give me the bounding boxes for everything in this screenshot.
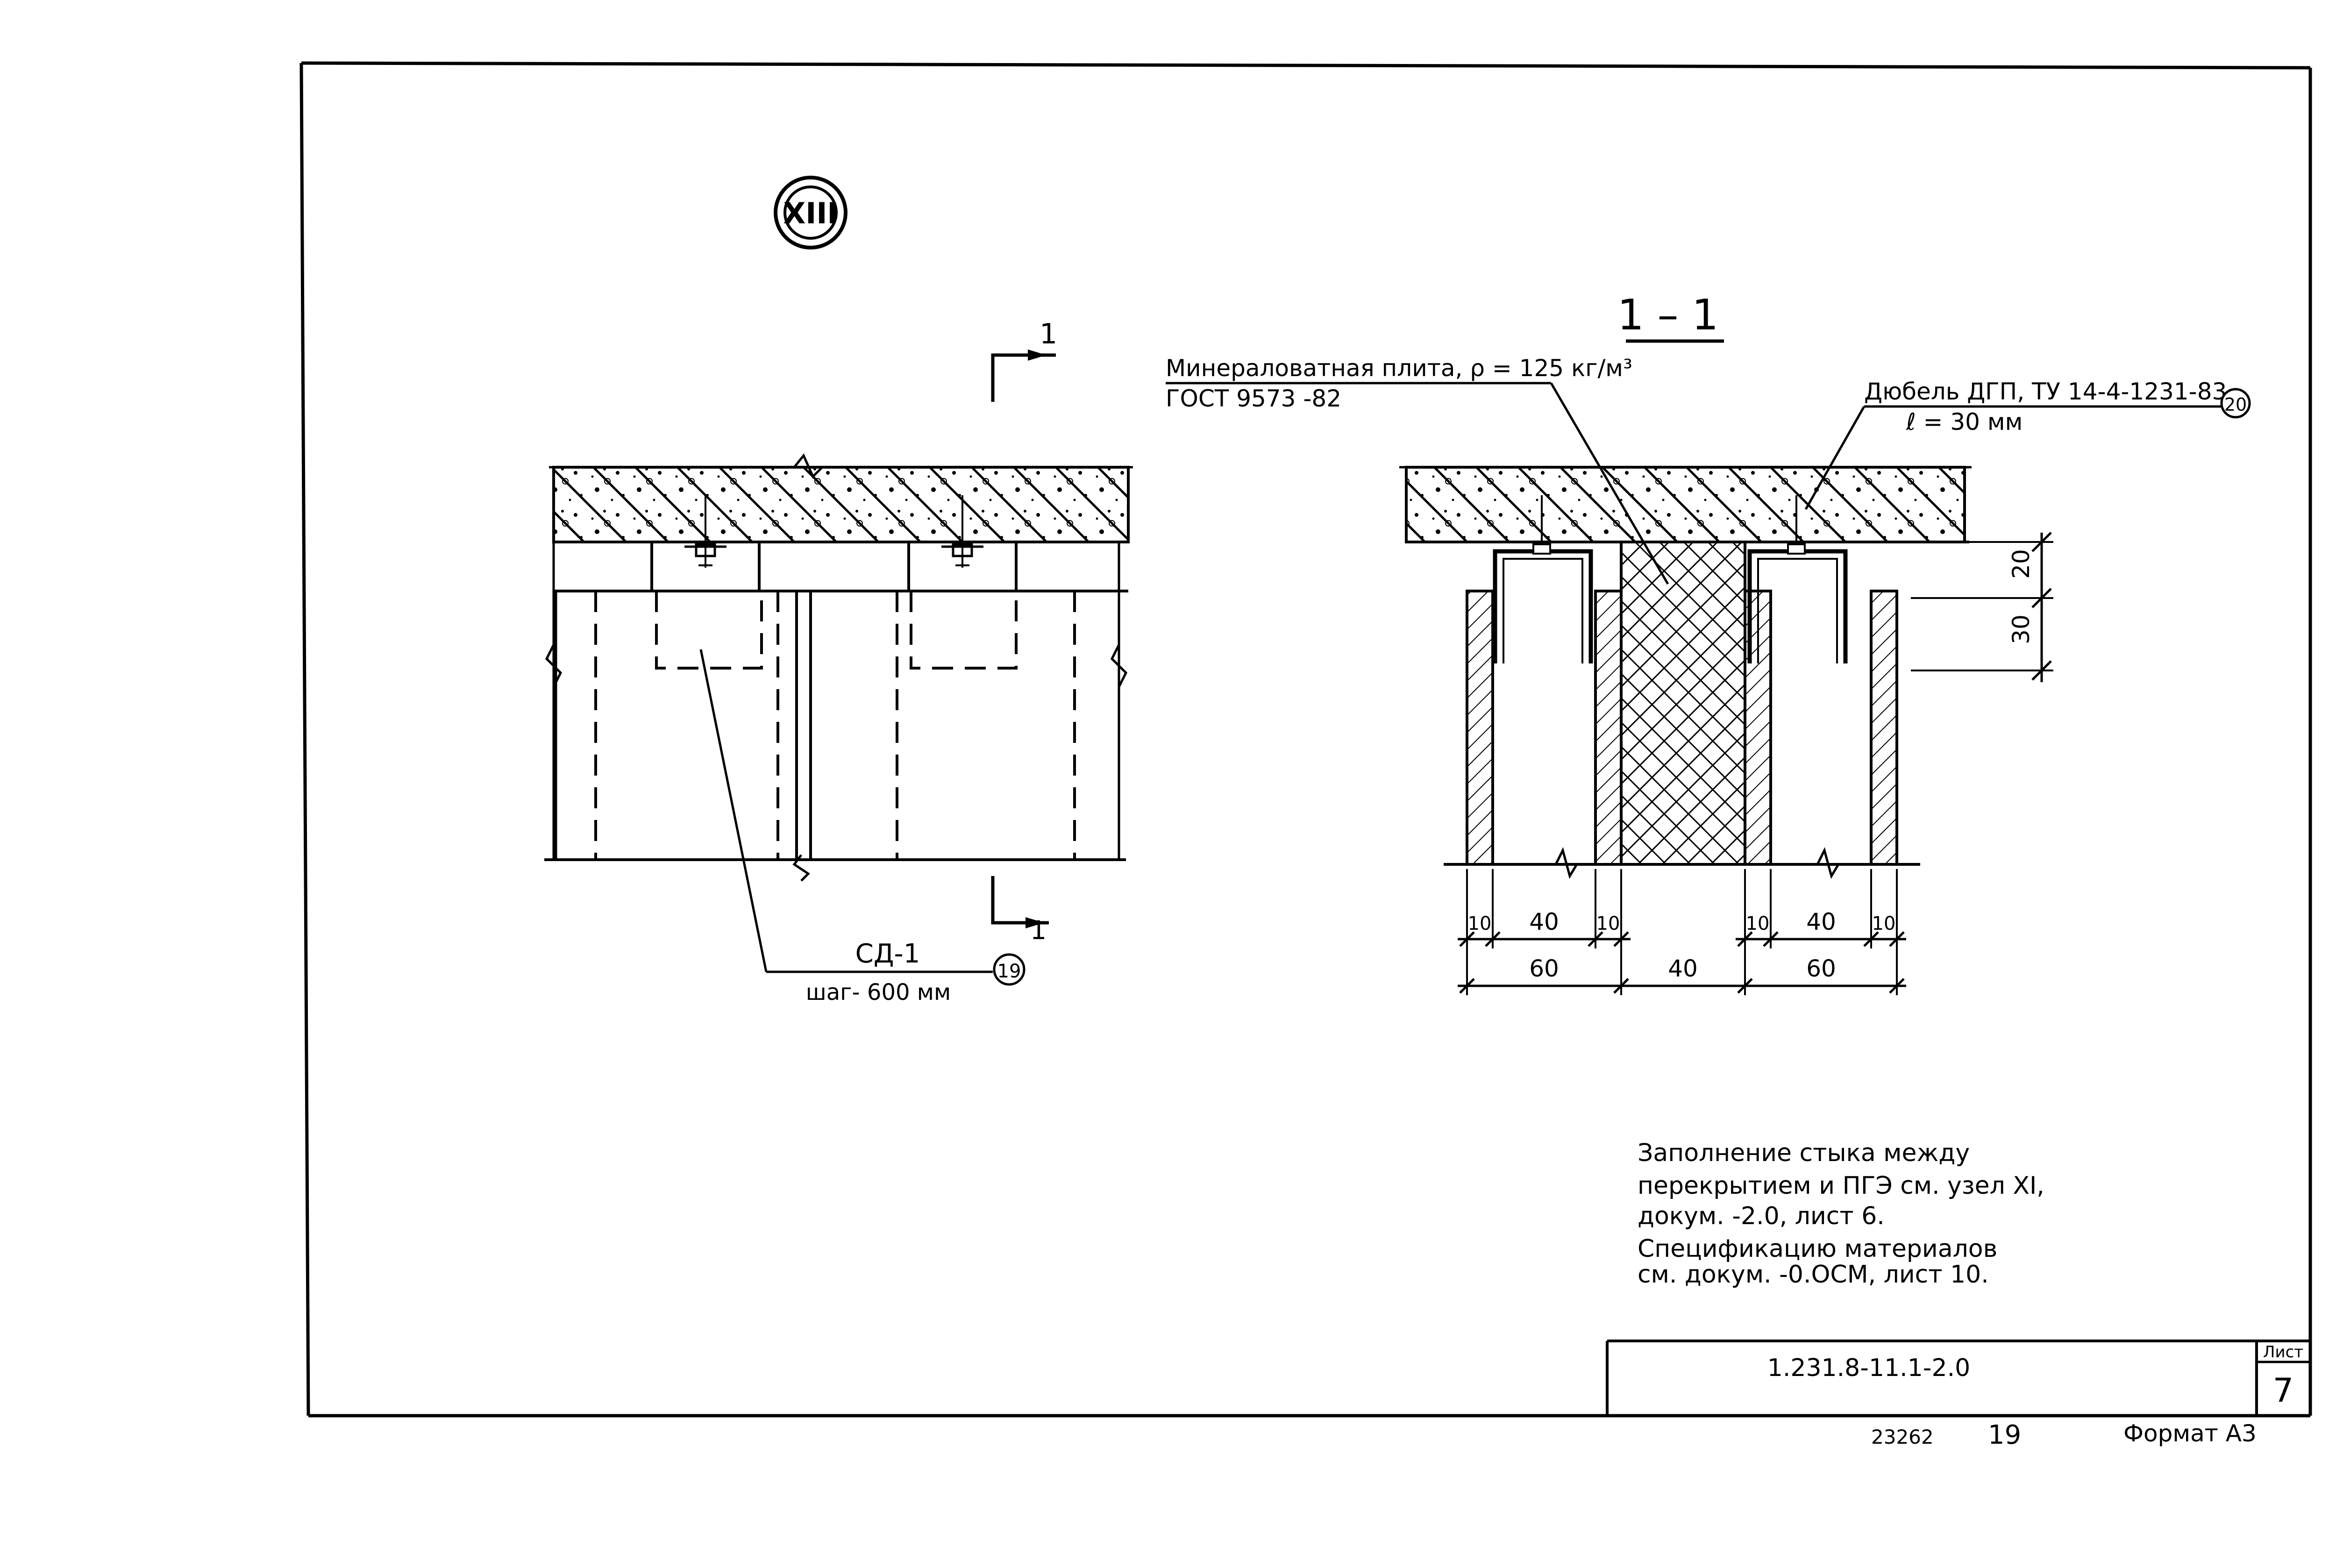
mineral-wool-insulation xyxy=(1620,541,1746,866)
copy-no: 19 xyxy=(1988,1420,2021,1450)
panel-skin xyxy=(1870,590,1898,866)
section-cut-mark: 1 xyxy=(991,318,1057,402)
svg-text:60: 60 xyxy=(1806,955,1836,982)
dowel-callout: Дюбель ДГП, ТУ 14-4-1231-83 ℓ = 30 мм 20 xyxy=(1804,378,2251,510)
svg-text:1: 1 xyxy=(1030,915,1047,945)
node-mark: XIII xyxy=(774,176,848,249)
section-cut-mark: 1 xyxy=(991,876,1049,945)
u-bracket xyxy=(1493,549,1593,663)
sheet-frame xyxy=(299,61,2312,1418)
fastener-icon xyxy=(941,495,983,568)
svg-text:Минераловатная плита, ρ = 125: Минераловатная плита, ρ = 125 кг/м³ xyxy=(1166,355,1632,382)
svg-text:10: 10 xyxy=(1746,913,1770,934)
plan-view: 1 1 СД-1 шаг- 600 мм 19 xyxy=(544,318,1133,1005)
svg-text:40: 40 xyxy=(1529,908,1559,935)
fastener-icon xyxy=(684,495,726,568)
note-line: Спецификацию материалов xyxy=(1638,1235,1997,1263)
inventory-no: 23262 xyxy=(1871,1425,1934,1448)
dowel-icon xyxy=(1787,495,1806,555)
sheet-label: Лист xyxy=(2263,1343,2303,1361)
svg-text:20: 20 xyxy=(2008,549,2035,579)
svg-text:10: 10 xyxy=(1872,913,1896,934)
svg-text:40: 40 xyxy=(1668,955,1698,982)
svg-text:Дюбель ДГП, ТУ 14-4-1231-83: Дюбель ДГП, ТУ 14-4-1231-83 xyxy=(1864,378,2227,405)
note-line: см. докум. -0.ОСМ, лист 10. xyxy=(1638,1261,1989,1289)
node-mark-label: XIII xyxy=(783,196,838,230)
note-line: Заполнение стыка между xyxy=(1638,1139,1970,1167)
title-block: 1.231.8-11.1-2.0 Лист 7 23262 19 Формат … xyxy=(1606,1340,2310,1450)
doc-code: 1.231.8-11.1-2.0 xyxy=(1767,1354,1970,1382)
concrete-slab-section xyxy=(1405,466,1966,543)
svg-text:ГОСТ 9573 -82: ГОСТ 9573 -82 xyxy=(1166,385,1341,412)
dowel-icon xyxy=(1532,495,1551,555)
sheet-number: 7 xyxy=(2273,1371,2294,1410)
sd-ref: 19 xyxy=(997,961,1021,982)
sd-label: СД-1 xyxy=(855,939,920,969)
panel-skin xyxy=(1466,590,1494,866)
sd-step: шаг- 600 мм xyxy=(806,979,951,1005)
note-line: перекрытием и ПГЭ см. узел XI, xyxy=(1638,1172,2044,1200)
dowel-ref: 20 xyxy=(2224,394,2247,415)
panel-skin xyxy=(1594,590,1623,866)
notes: Заполнение стыка между перекрытием и ПГЭ… xyxy=(1638,1139,2044,1289)
section-view: 1 – 1 xyxy=(1166,291,2251,995)
concrete-slab-left xyxy=(552,466,1130,543)
svg-text:ℓ = 30 мм: ℓ = 30 мм xyxy=(1906,408,2023,435)
format-label: Формат А3 xyxy=(2123,1420,2257,1447)
svg-text:10: 10 xyxy=(1596,913,1620,934)
vertical-dimension: 20 30 xyxy=(1911,532,2053,682)
section-title: 1 – 1 xyxy=(1617,291,1719,340)
svg-text:60: 60 xyxy=(1529,955,1559,982)
mineral-plate-callout: Минераловатная плита, ρ = 125 кг/м³ ГОСТ… xyxy=(1166,355,1669,585)
svg-text:10: 10 xyxy=(1468,913,1492,934)
svg-text:30: 30 xyxy=(2008,614,2035,644)
horizontal-dimensions: 10 40 10 10 40 10 60 40 60 xyxy=(1458,869,1906,995)
note-line: докум. -2.0, лист 6. xyxy=(1638,1202,1885,1230)
svg-text:1: 1 xyxy=(1040,318,1057,350)
svg-text:40: 40 xyxy=(1806,908,1836,935)
